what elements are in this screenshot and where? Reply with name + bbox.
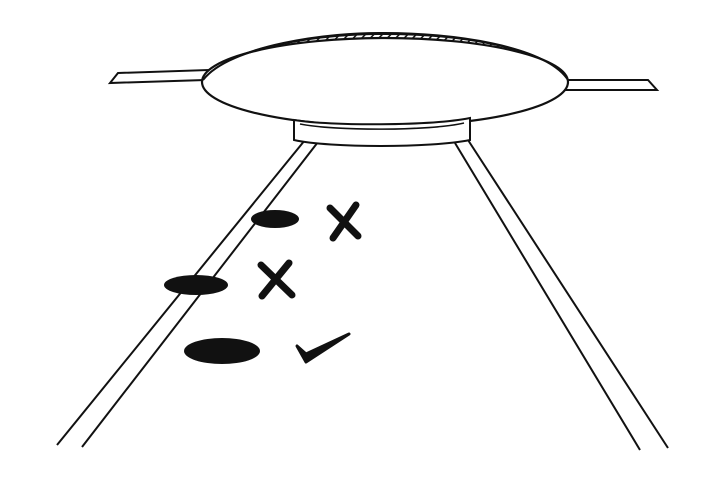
leg-right-inner <box>455 143 640 450</box>
mark-2 <box>164 263 292 296</box>
dot-2 <box>164 275 228 295</box>
cross-icon <box>330 205 358 238</box>
lens-body <box>202 38 568 126</box>
dot-1 <box>251 210 299 228</box>
cross-icon <box>261 263 292 296</box>
right-arm <box>560 80 657 90</box>
mark-1 <box>251 205 358 238</box>
left-arm <box>110 70 208 83</box>
mark-3 <box>184 334 349 364</box>
dot-3 <box>184 338 260 364</box>
leg-right-outer <box>468 140 668 448</box>
check-icon <box>297 334 349 362</box>
